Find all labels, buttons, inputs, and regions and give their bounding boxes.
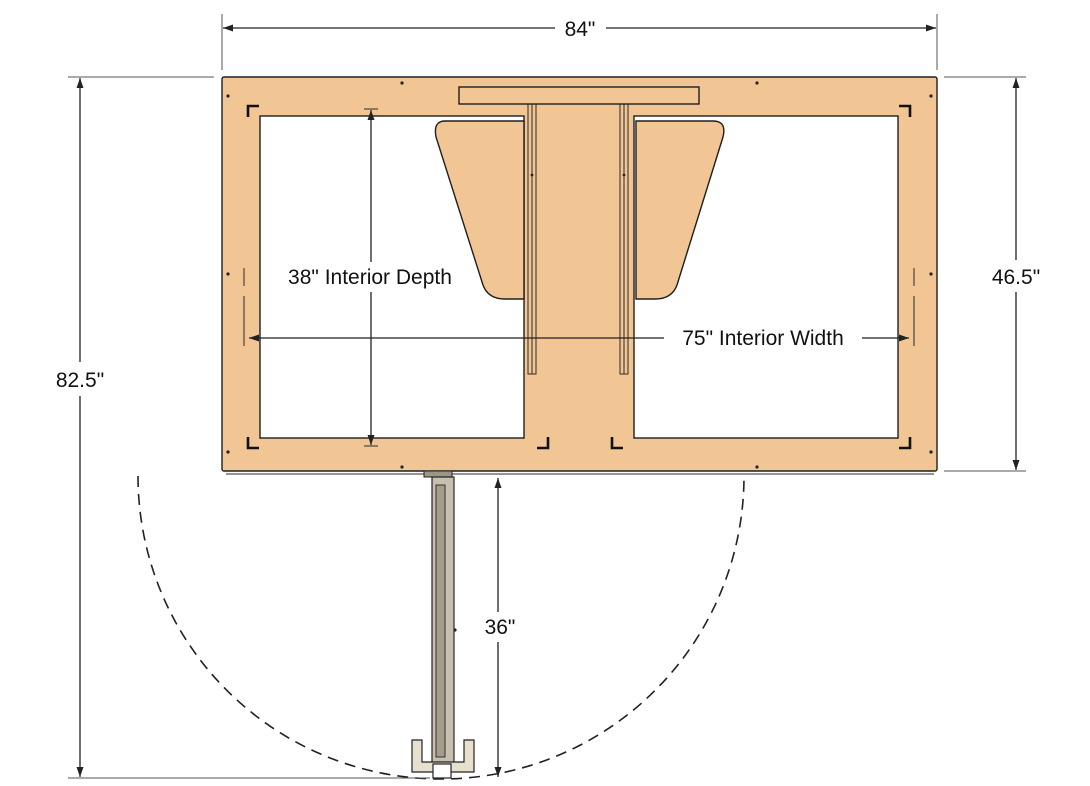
- overall-depth-label: 82.5": [56, 369, 104, 392]
- cabinet-depth-label: 46.5": [992, 266, 1040, 289]
- interior-width-label: 75" Interior Width: [682, 327, 844, 350]
- interior-depth-label: 38" Interior Depth: [288, 266, 452, 289]
- right-angled-shelf: [635, 120, 725, 300]
- corner-bracket-marks: [246, 104, 912, 450]
- screw-dots: [226, 81, 933, 632]
- door-swing-label: 36": [485, 616, 516, 639]
- side-ticks: [243, 268, 915, 346]
- door-stop-foot: [432, 763, 452, 779]
- top-header-slot: [458, 86, 700, 105]
- overall-width-label: 84": [565, 18, 596, 41]
- left-angled-shelf: [434, 120, 525, 300]
- door-hinge-plate: [423, 470, 453, 478]
- door-panel-inner: [435, 484, 446, 758]
- door-swing-arc: [137, 475, 745, 780]
